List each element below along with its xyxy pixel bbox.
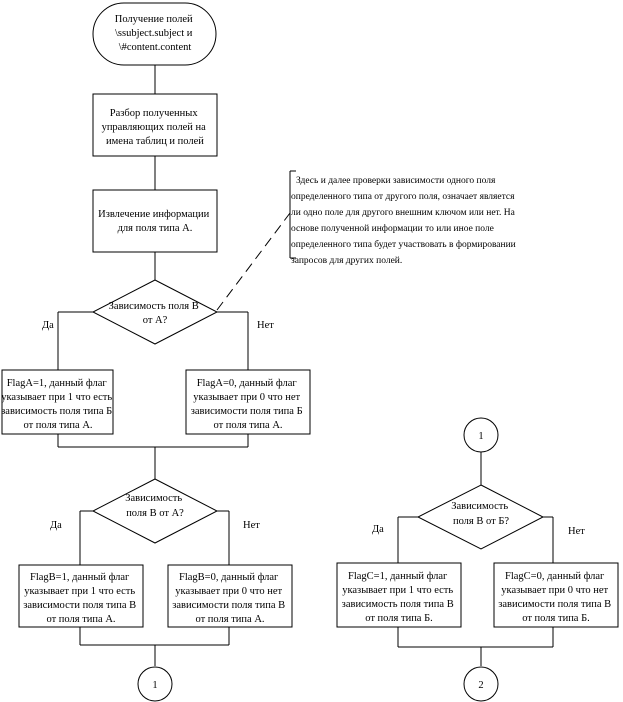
flag-c-no-box xyxy=(493,562,619,628)
note-text-line: запросов для других полей. xyxy=(291,255,402,266)
svg-text:FlagB=1, данный флаг указы: FlagB=1, данный флаг указывает при 1 что… xyxy=(23,572,138,625)
connector-out-2 xyxy=(463,666,499,702)
extract-text-line: для поля типа А. xyxy=(118,223,193,234)
note-text-line: определенного типа от другого поля, озна… xyxy=(291,192,515,202)
svg-text:Получение полей \ssubject.: Получение полей \ssubject.subject и \#co… xyxy=(115,14,196,53)
flag-c-no-text-line: FlagC=0, данный флаг xyxy=(505,571,605,582)
start-text-line: \#content.content xyxy=(119,42,192,53)
flag-a-yes-text-line: от поля типа А. xyxy=(23,420,92,431)
svg-text:FlagA=0, данный флаг указы: FlagA=0, данный флаг указывает при 0 что… xyxy=(191,378,306,431)
svg-text:FlagC=1, данный флаг указы: FlagC=1, данный флаг указывает при 1 что… xyxy=(342,571,457,624)
connector-out-1 xyxy=(137,666,173,702)
start-text-line: \ssubject.subject и xyxy=(115,28,193,39)
decision-c-text-line: поля В от Б? xyxy=(453,516,509,527)
svg-text:Здесь и далее проверки зависим: Здесь и далее проверки зависимости одног… xyxy=(291,176,518,266)
svg-text:FlagC=0, данный флаг указы: FlagC=0, данный флаг указывает при 0 что… xyxy=(498,571,613,624)
flag-c-yes-text-line: от поля типа Б. xyxy=(365,613,433,624)
decision-b-yes-label: Да xyxy=(50,520,62,531)
parse-text-line: имена таблиц и полей xyxy=(106,136,204,147)
flag-b-yes-text-line: FlagB=1, данный флаг xyxy=(30,572,130,583)
flag-c-no-text-line: зависимости поля типа В xyxy=(498,599,611,610)
svg-text:Зависимость поля В от А?: Зависимость поля В от А? xyxy=(109,301,202,326)
parse-text-line: Разбор полученных xyxy=(110,108,199,119)
flag-b-no-box xyxy=(167,564,293,628)
flag-b-no-text-line: от поля типа А. xyxy=(195,614,264,625)
connector-in-1-label: 1 xyxy=(478,431,483,442)
flag-a-no-text-line: от поля типа А. xyxy=(213,420,282,431)
flag-a-yes-text-line: FlagA=1, данный флаг xyxy=(7,378,108,389)
flag-b-no-text-line: указывает при 0 что нет xyxy=(175,586,282,597)
flag-b-no-text-line: зависимости поля типа В xyxy=(172,600,285,611)
flag-a-no-text-line: указывает при 0 что нет xyxy=(193,392,300,403)
start-terminator xyxy=(92,2,217,66)
parse-text-line: управляющих полей на xyxy=(102,122,207,133)
connector-in-1 xyxy=(463,417,499,453)
note-text-line: основе полученной информации то или иное… xyxy=(291,223,494,234)
decision-b-text-line: поля В от А? xyxy=(126,508,184,519)
svg-text:Зависимость поля В от А?: Зависимость поля В от А? xyxy=(125,493,185,519)
svg-text:Извлечение информации для: Извлечение информации для поля типа А. xyxy=(98,209,212,234)
decision-a-yes-label: Да xyxy=(42,320,54,331)
decision-c-no-label: Нет xyxy=(568,526,585,537)
svg-text:Разбор полученных управляю: Разбор полученных управляющих полей на и… xyxy=(102,108,209,147)
flag-a-no-text-line: FlagA=0, данный флаг xyxy=(197,378,298,389)
flag-a-yes-box xyxy=(1,369,114,435)
flag-c-no-text-line: указывает при 0 что нет xyxy=(501,585,608,596)
parse-process-box xyxy=(92,93,218,157)
connector-out-1-label: 1 xyxy=(152,680,157,691)
decision-b-diamond xyxy=(91,478,219,544)
svg-text:FlagB=0, данный флаг указы: FlagB=0, данный флаг указывает при 0 что… xyxy=(172,572,287,625)
decision-b-no-label: Нет xyxy=(243,520,260,531)
decision-b-text-line: Зависимость xyxy=(125,493,182,504)
note-callout-line xyxy=(216,212,291,311)
flag-a-yes-text-line: зависимость поля типа Б xyxy=(1,406,112,417)
flag-a-no-text-line: зависимости поля типа Б xyxy=(191,406,303,417)
decision-c-diamond xyxy=(416,484,545,550)
flag-c-yes-text-line: FlagC=1, данный флаг xyxy=(348,571,448,582)
decision-a-text-line: от А? xyxy=(143,315,168,326)
connector-out-2-label: 2 xyxy=(478,680,483,691)
svg-text:FlagA=1, данный флаг указы: FlagA=1, данный флаг указывает при 1 что… xyxy=(1,378,115,431)
flag-c-yes-text-line: указывает при 1 что есть xyxy=(342,585,453,596)
extract-text-line: Извлечение информации xyxy=(98,209,210,220)
decision-a-diamond xyxy=(91,279,219,345)
flag-b-yes-box xyxy=(18,564,144,628)
flag-c-no-text-line: от поля типа Б. xyxy=(522,613,590,624)
flag-c-yes-text-line: зависимость поля типа В xyxy=(342,599,454,610)
extract-process-box xyxy=(92,189,218,253)
note-text-line: ли одно поле для другого внешним ключом … xyxy=(291,208,516,218)
flag-c-yes-box xyxy=(336,562,462,628)
note-text-line: Здесь и далее проверки зависимости одног… xyxy=(296,176,496,186)
note-text-line: определенного типа будет участвовать в ф… xyxy=(291,239,516,250)
decision-a-text-line: Зависимость поля В xyxy=(109,301,199,312)
flag-b-yes-text-line: от поля типа А. xyxy=(46,614,115,625)
flag-b-yes-text-line: указывает при 1 что есть xyxy=(24,586,135,597)
flag-a-no-box xyxy=(185,369,311,435)
decision-c-text-line: Зависимость xyxy=(451,501,508,512)
flag-a-yes-text-line: указывает при 1 что есть xyxy=(1,392,112,403)
decision-c-yes-label: Да xyxy=(372,524,384,535)
decision-a-no-label: Нет xyxy=(257,320,274,331)
flag-b-yes-text-line: зависимости поля типа В xyxy=(23,600,136,611)
svg-text:Зависимость поля В от Б?: Зависимость поля В от Б? xyxy=(451,501,511,527)
flag-b-no-text-line: FlagB=0, данный флаг xyxy=(179,572,279,583)
start-text-line: Получение полей xyxy=(115,14,193,25)
